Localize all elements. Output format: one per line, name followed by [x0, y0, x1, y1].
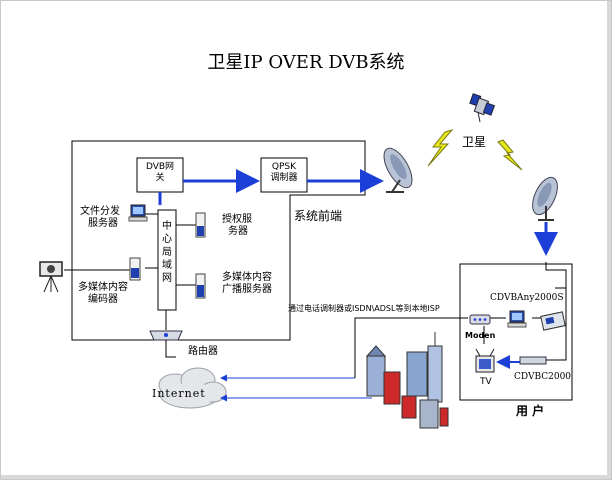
cdvb-any-label: CDVBAny2000S: [490, 293, 564, 303]
qpsk-box: [260, 157, 308, 193]
file-server-icon: [128, 204, 148, 222]
central-lan-box: [157, 209, 177, 311]
city-buildings-icon: [365, 332, 449, 429]
router-icon: [149, 330, 183, 341]
auth-server-label: 授权服务器: [222, 214, 252, 237]
central-lan-label: 中 心 局 域 网: [162, 221, 172, 284]
tv-label: TV: [480, 377, 492, 387]
cdvbc-label: CDVBC2000: [514, 372, 572, 382]
downlink-dish-icon: [532, 176, 558, 221]
user-boundary: [459, 263, 573, 401]
uplink-lightning-icon: [427, 129, 454, 167]
file-server-label: 文件分发服务器: [80, 206, 120, 229]
video-camera-icon: [39, 261, 63, 293]
system-frontend-label: 系统前端: [294, 209, 343, 223]
internet-label: Internet: [152, 387, 206, 400]
encoder-server-icon: [129, 257, 141, 281]
isp-link-label: 通过电话调制器或ISDN\ADSL等到本地ISP: [288, 304, 440, 313]
encoder-label: 多媒体内容编码器: [78, 282, 128, 305]
uplink-dish-icon: [383, 147, 413, 193]
internet-cloud: [158, 367, 227, 409]
frontend-boundary: [71, 140, 366, 341]
diagram-title: 卫星IP OVER DVB系统: [207, 52, 405, 73]
dvb-gateway-box: [136, 157, 184, 193]
modem-label: Moden: [465, 331, 496, 340]
auth-server-icon: [195, 212, 206, 238]
set-top-box-icon: [519, 356, 547, 365]
downlink-lightning-icon: [497, 139, 523, 171]
satellite-label: 卫星: [462, 135, 487, 149]
router-label: 路由器: [188, 346, 218, 357]
modem-icon: [469, 314, 491, 325]
user-pc-icon: [507, 310, 527, 328]
cdvb-card-icon: [540, 311, 566, 331]
broadcast-server-label: 多媒体内容广播服务器: [222, 272, 272, 295]
user-label: 用 户: [516, 404, 545, 418]
satellite-icon: [469, 93, 496, 123]
broadcast-server-icon: [195, 273, 206, 299]
dvb-gateway-label: DVB网关: [145, 162, 175, 183]
tv-icon: [475, 348, 495, 373]
